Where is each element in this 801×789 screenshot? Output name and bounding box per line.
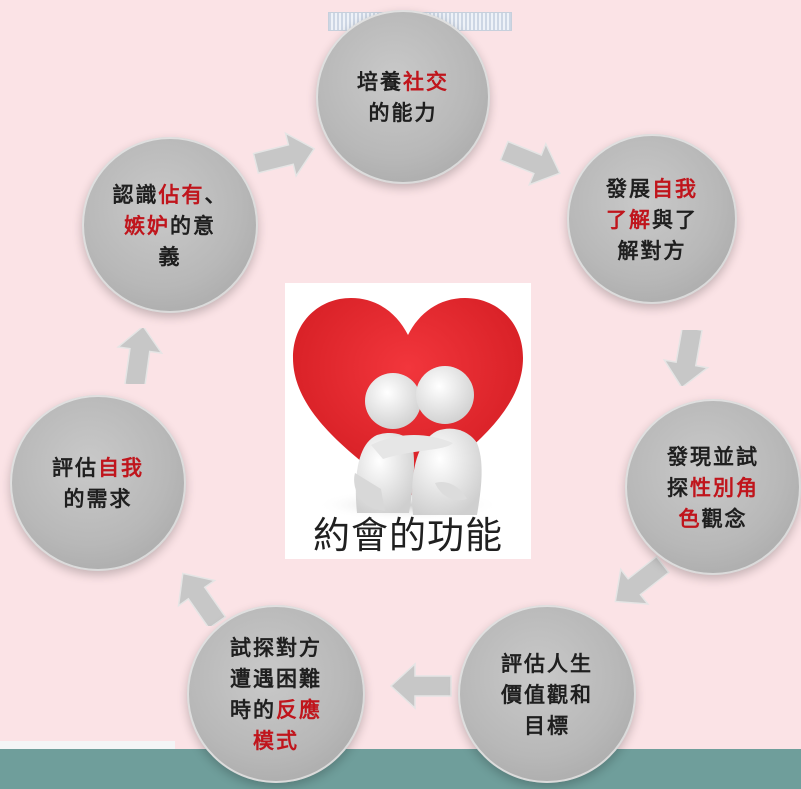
node-text-segment: 發展 bbox=[606, 175, 652, 201]
embracing-figures-icon bbox=[354, 366, 482, 515]
node-text-segment: 認識 bbox=[112, 181, 159, 207]
node-line: 模式 bbox=[230, 725, 322, 756]
node-text-segment: 試探對方 bbox=[230, 635, 322, 660]
node-text-segment: 解對方 bbox=[617, 237, 687, 263]
node-line: 價值觀和 bbox=[501, 679, 593, 710]
node-text-segment: 評估人生 bbox=[501, 650, 593, 676]
node-line: 解對方 bbox=[606, 235, 698, 266]
node-self-understanding: 發展自我了解與了解對方 bbox=[567, 134, 737, 304]
arrow-icon bbox=[499, 140, 561, 186]
node-line: 發現並試 bbox=[667, 441, 759, 472]
node-line: 嫉妒的意 bbox=[113, 210, 228, 241]
node-text-segment: 培養 bbox=[357, 69, 403, 94]
node-text-segment: 的意 bbox=[170, 212, 216, 238]
arrow-icon bbox=[116, 328, 164, 384]
highlight-text: 反應 bbox=[276, 697, 322, 722]
highlight-text: 佔有 bbox=[158, 181, 205, 207]
arrow-icon bbox=[662, 330, 710, 386]
center-title: 約會的功能 bbox=[313, 514, 503, 557]
node-line: 探性別角 bbox=[667, 472, 759, 503]
node-line: 義 bbox=[113, 241, 228, 272]
node-text-segment: 發現並試 bbox=[667, 443, 759, 469]
node-difficulty-response: 試探對方遭遇困難時的反應模式 bbox=[187, 605, 365, 783]
node-text-segment: 觀念 bbox=[701, 505, 748, 531]
node-life-values: 評估人生價值觀和目標 bbox=[458, 605, 636, 783]
node-text-segment: 評估 bbox=[52, 455, 98, 480]
node-gender-role: 發現並試探性別角色觀念 bbox=[625, 399, 801, 575]
node-text-segment: 目標 bbox=[524, 712, 570, 738]
node-text-segment: 與了 bbox=[652, 206, 698, 232]
node-text: 認識佔有、嫉妒的意義 bbox=[113, 179, 228, 272]
node-line: 目標 bbox=[501, 710, 593, 741]
node-text-segment: 價值觀和 bbox=[501, 681, 593, 707]
node-line: 的需求 bbox=[52, 483, 144, 514]
highlight-text: 模式 bbox=[253, 728, 299, 753]
highlight-text: 了解 bbox=[606, 206, 652, 232]
node-social: 培養社交的能力 bbox=[316, 10, 490, 184]
bottom-bar bbox=[0, 749, 801, 789]
node-text-segment: 遭遇困難 bbox=[230, 666, 322, 691]
node-text: 試探對方遭遇困難時的反應模式 bbox=[230, 632, 322, 756]
arrow-icon bbox=[614, 555, 670, 605]
node-text-segment: 的能力 bbox=[368, 100, 438, 125]
node-line: 時的反應 bbox=[230, 694, 322, 725]
node-possession-jealousy: 認識佔有、嫉妒的意義 bbox=[82, 137, 258, 313]
node-self-needs: 評估自我的需求 bbox=[10, 395, 186, 571]
node-text: 發展自我了解與了解對方 bbox=[606, 173, 698, 266]
highlight-text: 性別角 bbox=[690, 474, 759, 500]
node-text: 發現並試探性別角色觀念 bbox=[667, 441, 759, 534]
node-line: 認識佔有、 bbox=[113, 179, 228, 210]
node-line: 了解與了 bbox=[606, 204, 698, 235]
arrow-icon bbox=[389, 662, 452, 710]
arrow-icon bbox=[252, 131, 316, 178]
node-text-segment: 、 bbox=[204, 181, 228, 207]
node-line: 培養社交 bbox=[357, 66, 449, 97]
node-text-segment: 義 bbox=[158, 243, 182, 269]
highlight-text: 社交 bbox=[403, 69, 449, 94]
node-line: 評估人生 bbox=[501, 648, 593, 679]
arrow-icon bbox=[177, 572, 227, 626]
node-text-segment: 探 bbox=[667, 474, 690, 500]
node-text-segment: 的需求 bbox=[63, 486, 133, 511]
node-line: 的能力 bbox=[357, 97, 449, 128]
node-line: 遭遇困難 bbox=[230, 663, 322, 694]
node-line: 發展自我 bbox=[606, 173, 698, 204]
node-line: 色觀念 bbox=[667, 503, 759, 534]
highlight-text: 自我 bbox=[98, 455, 144, 480]
node-text: 評估自我的需求 bbox=[52, 452, 144, 514]
node-text: 評估人生價值觀和目標 bbox=[501, 648, 593, 741]
node-line: 試探對方 bbox=[230, 632, 322, 663]
highlight-text: 嫉妒 bbox=[124, 212, 170, 238]
highlight-text: 色 bbox=[678, 505, 702, 531]
node-text-segment: 時的 bbox=[230, 697, 276, 722]
bottom-left-strip bbox=[0, 741, 175, 749]
node-line: 評估自我 bbox=[52, 452, 144, 483]
highlight-text: 自我 bbox=[652, 175, 698, 201]
center-image: 約會的功能 bbox=[285, 283, 531, 559]
node-text: 培養社交的能力 bbox=[357, 66, 449, 128]
